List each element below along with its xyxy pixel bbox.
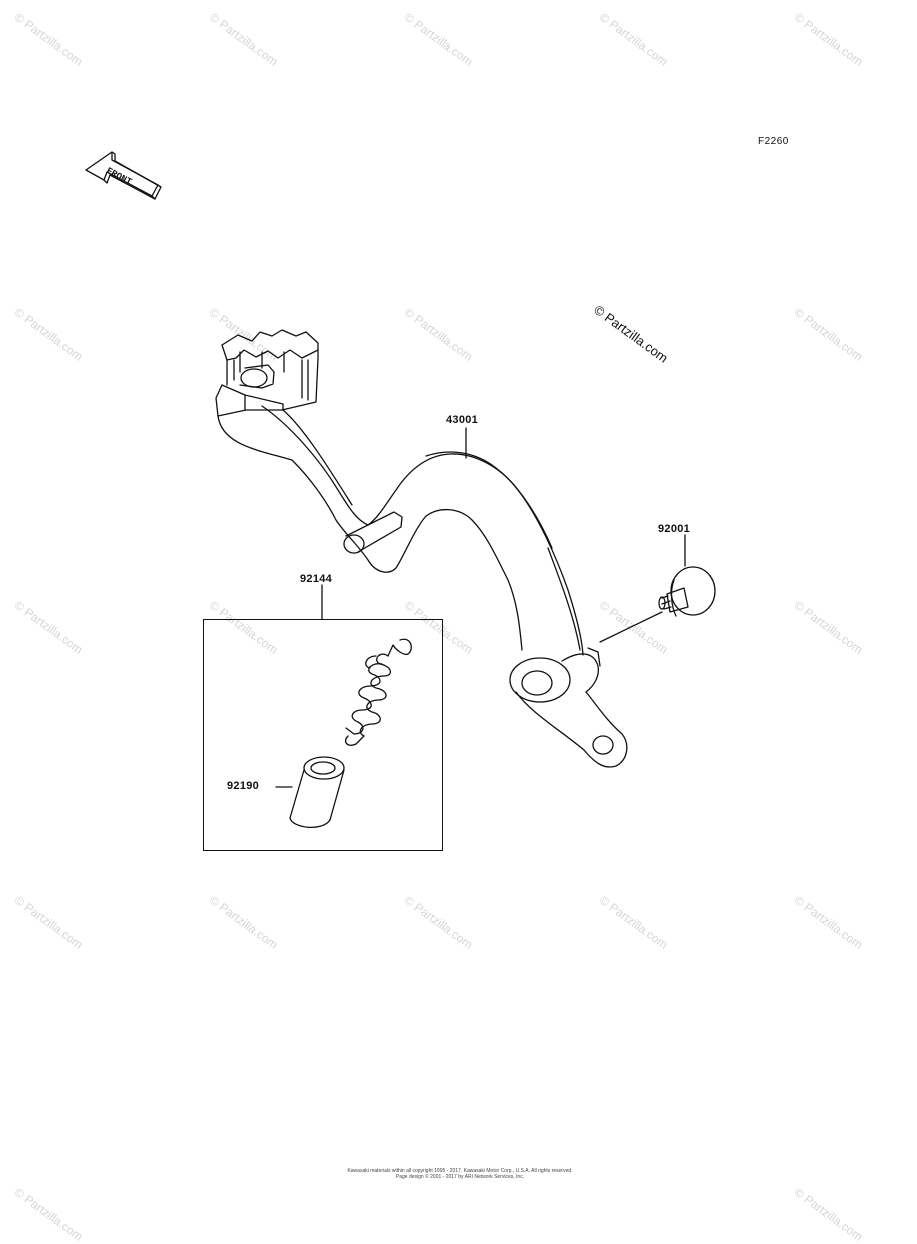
spring-drawing — [344, 638, 412, 746]
footer-line: Page design © 2001 - 2017 by ARI Network… — [395, 1174, 525, 1180]
collar-drawing — [289, 756, 345, 828]
diagram-code: F2260 — [758, 136, 789, 147]
bolt-drawing — [658, 566, 716, 617]
part-label-collar[interactable]: 92190 — [227, 780, 260, 792]
part-label-brake-pedal[interactable]: 43001 — [446, 414, 479, 426]
brake-pedal-drawing — [215, 329, 628, 768]
spring-kit-box — [203, 619, 443, 851]
leader-line — [599, 611, 663, 643]
part-label-bolt[interactable]: 92001 — [658, 523, 691, 535]
parts-diagram: FRONT — [85, 151, 716, 828]
footer-line: Kawasaki materials within all copyright … — [347, 1168, 573, 1174]
footer-note: Kawasaki materials within all copyright … — [330, 1168, 590, 1180]
part-label-spring[interactable]: 92144 — [300, 573, 333, 585]
front-arrow-icon: FRONT — [85, 151, 162, 200]
